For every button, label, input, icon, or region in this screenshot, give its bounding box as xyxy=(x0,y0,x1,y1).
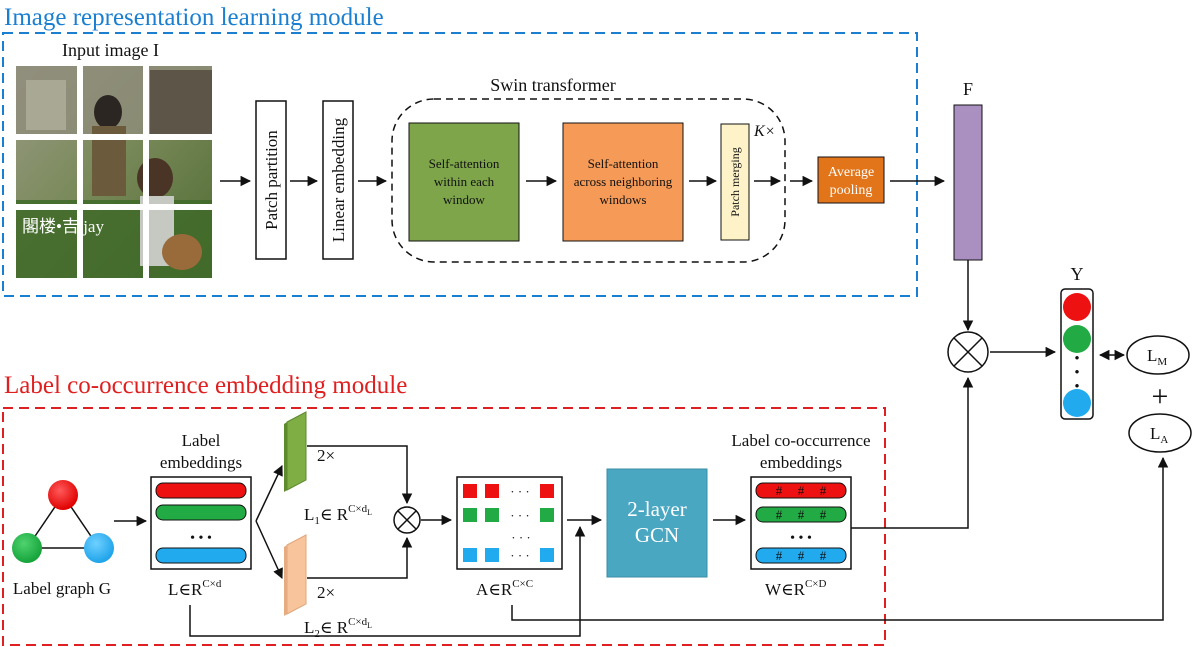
label-module: Label co-occurrence embedding module Lab… xyxy=(2,372,1169,646)
A-row2-dots: · · · xyxy=(510,508,530,523)
self-attention-across-line2: across neighboring xyxy=(574,174,673,189)
linear-embedding-box xyxy=(322,100,354,260)
cooc-green-hash-1: # xyxy=(776,507,783,522)
average-pooling-line1: Average xyxy=(828,165,874,180)
cooc-ellipsis: • • • xyxy=(790,531,812,546)
W-dimension-label: W∈RC×D xyxy=(765,578,827,599)
self-attention-across-box xyxy=(562,122,684,242)
cooc-title-line1: Label co-occurrence xyxy=(731,431,870,450)
image-module-border xyxy=(2,32,918,297)
self-attention-across-line3: windows xyxy=(600,192,647,207)
swin-title: Swin transformer xyxy=(490,75,615,95)
linear-embedding-label: Linear embedding xyxy=(329,117,348,242)
gcn-block xyxy=(606,468,708,578)
repeat-k-label: K× xyxy=(753,123,775,140)
cooc-row-blue xyxy=(755,547,847,564)
cooc-red-hash-1: # xyxy=(776,483,783,498)
A-middle-dots: · · · xyxy=(511,530,531,545)
self-attention-within-line1: Self-attention xyxy=(429,156,500,171)
output-dot-3: • xyxy=(1074,379,1079,395)
output-green-circle xyxy=(1063,325,1091,353)
loss-plus: + xyxy=(1152,380,1169,413)
A-row3-dots: · · · xyxy=(510,548,530,563)
L2-repeat: 2× xyxy=(317,583,335,602)
feature-vector xyxy=(953,104,983,261)
embedding-row-green xyxy=(155,504,247,521)
image-module: Image representation learning module Inp… xyxy=(2,4,946,297)
self-attention-within-line2: within each xyxy=(434,174,495,189)
L1-dimension-label: L1∈ RC×dL xyxy=(304,503,372,527)
average-pooling-line2: pooling xyxy=(830,183,873,198)
A-cell-r3c1 xyxy=(463,548,477,562)
cooc-green-hash-3: # xyxy=(820,507,827,522)
self-attention-across-line1: Self-attention xyxy=(588,156,659,171)
self-attention-within-box xyxy=(408,122,520,242)
loss-m-label: LM xyxy=(1147,346,1167,368)
label-graph-caption: Label graph G xyxy=(13,579,111,598)
output-label: Y xyxy=(1071,264,1084,284)
A-cell-r3c3 xyxy=(540,548,554,562)
input-image-label: Input image I xyxy=(62,40,159,60)
patch-merging-label: Patch merging xyxy=(728,147,742,216)
input-image: 閣楼•吉 jay xyxy=(16,66,212,278)
loss-m-node xyxy=(1126,335,1190,375)
output-dot-1: • xyxy=(1074,351,1079,367)
cooc-row-red xyxy=(755,482,847,499)
output-red-circle xyxy=(1063,293,1091,321)
patch-partition-label: Patch partition xyxy=(262,130,281,230)
L2-matrix xyxy=(284,534,307,616)
embedding-row-red xyxy=(155,482,247,499)
cooc-red-hash-2: # xyxy=(798,483,805,498)
image-module-title: Image representation learning module xyxy=(4,4,384,31)
graph-node-red xyxy=(48,480,78,510)
A-cell-r2c3 xyxy=(540,508,554,522)
cooc-green-hash-2: # xyxy=(798,507,805,522)
label-embeddings-title-line1: Label xyxy=(182,431,221,450)
label-graph xyxy=(12,480,114,563)
output-dot-2: • xyxy=(1074,365,1079,381)
label-module-title: Label co-occurrence embedding module xyxy=(4,372,407,399)
self-attention-within-line3: window xyxy=(443,192,486,207)
multiply-operator-label xyxy=(393,506,421,534)
cooc-title-line2: embeddings xyxy=(760,453,842,472)
A-cell-r3c2 xyxy=(485,548,499,562)
photo-caption: 閣楼•吉 jay xyxy=(22,217,104,236)
A-cell-r1c3 xyxy=(540,484,554,498)
loss-a-label: LA xyxy=(1150,424,1168,446)
patch-partition-box xyxy=(255,100,287,260)
graph-node-green xyxy=(12,533,42,563)
cooc-blue-hash-2: # xyxy=(798,548,805,563)
cooc-row-green xyxy=(755,506,847,523)
gcn-label-line1: 2-layer xyxy=(627,497,686,521)
graph-node-blue xyxy=(84,533,114,563)
patch-merging-box xyxy=(720,123,750,241)
feature-label: F xyxy=(963,79,973,99)
output-blue-circle xyxy=(1063,389,1091,417)
cooc-red-hash-3: # xyxy=(820,483,827,498)
cooc-blue-hash-1: # xyxy=(776,548,783,563)
A-row1-dots: · · · xyxy=(510,484,530,499)
loss-a-node xyxy=(1128,413,1192,453)
gcn-label-line2: GCN xyxy=(635,523,679,547)
L2-dimension-label: L2∈ RC×dL xyxy=(304,616,372,640)
A-cell-r2c2 xyxy=(485,508,499,522)
label-module-border xyxy=(2,407,886,646)
cooc-blue-hash-3: # xyxy=(820,548,827,563)
output-vector xyxy=(1060,288,1094,420)
swin-block xyxy=(391,98,786,263)
label-embeddings-title-line2: embeddings xyxy=(160,453,242,472)
embedding-row-blue xyxy=(155,547,247,564)
L1-repeat: 2× xyxy=(317,446,335,465)
A-cell-r1c1 xyxy=(463,484,477,498)
L-dimension-label: L∈RC×d xyxy=(168,578,222,599)
A-cell-r1c2 xyxy=(485,484,499,498)
A-cell-r2c1 xyxy=(463,508,477,522)
multiply-operator-main xyxy=(947,331,989,373)
L1-matrix xyxy=(284,411,307,492)
average-pooling-box xyxy=(817,156,885,204)
embedding-ellipsis: • • • xyxy=(190,531,212,546)
A-dimension-label: A∈RC×C xyxy=(476,578,533,599)
